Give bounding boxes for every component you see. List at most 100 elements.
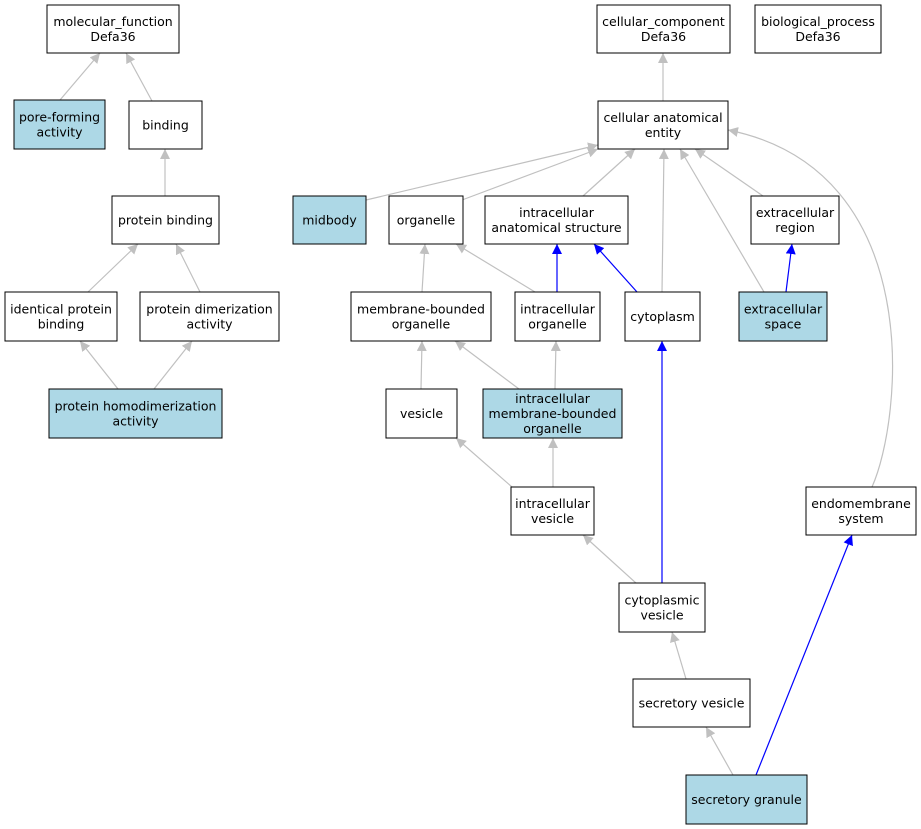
node-box — [388, 195, 464, 245]
node-label-line: intracellular — [519, 205, 595, 220]
edge-phda-to-ipb — [79, 340, 119, 390]
node-label-line: protein dimerization — [146, 302, 272, 317]
node-label-line: secretory granule — [691, 792, 802, 807]
edge-sg-to-sv — [705, 726, 734, 776]
node-sv[interactable]: secretory vesicle — [632, 678, 751, 728]
node-label-line: activity — [186, 317, 233, 332]
node-vesicle[interactable]: vesicle — [385, 388, 458, 439]
node-label-line: intracellular — [520, 302, 596, 317]
node-label-line: protein binding — [118, 213, 213, 228]
node-label-line: Defa36 — [641, 29, 686, 44]
node-midbody[interactable]: midbody — [292, 195, 367, 245]
node-binding[interactable]: binding — [128, 100, 203, 150]
edge-midbody-to-cae — [365, 142, 599, 201]
edge-vesicle-to-mbo — [416, 340, 427, 390]
node-label-line: binding — [142, 118, 189, 133]
edge-mbo-to-organelle — [419, 243, 430, 293]
node-box — [738, 291, 828, 342]
node-cyto[interactable]: cytoplasm — [624, 291, 701, 342]
node-label-line: molecular_function — [53, 14, 172, 29]
node-label-line: vesicle — [400, 406, 443, 421]
edge-imbo-to-io — [550, 340, 561, 390]
node-label-line: vesicle — [531, 511, 574, 526]
node-label-line: extracellular — [744, 302, 823, 317]
edge-cv-to-iv — [582, 534, 637, 584]
node-sg[interactable]: secretory granule — [685, 774, 808, 825]
node-box — [385, 388, 458, 439]
edge-iv-to-vesicle — [455, 437, 513, 488]
node-label-line: biological_process — [761, 14, 875, 29]
node-box — [128, 100, 203, 150]
edge-phda-to-pda — [153, 340, 193, 390]
node-label-line: endomembrane — [811, 496, 911, 511]
node-box — [750, 195, 840, 245]
node-label-line: region — [775, 220, 815, 235]
node-label-line: cellular anatomical — [603, 110, 722, 125]
node-label-line: binding — [38, 317, 85, 332]
edge-ias-to-cae — [582, 148, 636, 197]
node-box — [632, 678, 751, 728]
node-organelle[interactable]: organelle — [388, 195, 464, 245]
node-label-line: space — [765, 317, 802, 332]
edge-ipb-to-pbind — [87, 243, 139, 293]
node-label-line: Defa36 — [90, 29, 135, 44]
node-label-line: secretory vesicle — [639, 696, 745, 711]
node-label-line: organelle — [523, 421, 582, 436]
edge-pore-to-mf — [59, 52, 101, 101]
node-label-line: cellular_component — [602, 14, 725, 29]
node-box — [510, 486, 595, 536]
node-label-line: anatomical structure — [491, 220, 621, 235]
nodes-layer: molecular_functionDefa36cellular_compone… — [4, 4, 917, 825]
edge-exspace-to-cae — [679, 148, 765, 293]
edge-exreg-to-cae — [694, 148, 764, 197]
node-label-line: vesicle — [640, 608, 683, 623]
edge-sv-to-cv — [670, 631, 687, 680]
node-label-line: organelle — [392, 317, 451, 332]
node-box — [596, 4, 731, 54]
edge-cyto-to-ias — [593, 243, 638, 293]
node-box — [46, 4, 180, 54]
node-box — [618, 582, 706, 633]
node-label-line: activity — [36, 125, 83, 140]
node-label-line: identical protein — [10, 302, 112, 317]
edge-endo-to-cae — [727, 127, 894, 488]
edge-pda-to-pbind — [175, 243, 201, 293]
node-label-line: membrane-bounded — [357, 302, 485, 317]
node-box — [4, 291, 118, 342]
node-pbind[interactable]: protein binding — [111, 195, 220, 245]
node-box — [350, 291, 492, 342]
edges-layer — [59, 52, 894, 776]
node-box — [482, 388, 623, 439]
node-box — [13, 99, 106, 150]
edge-io-to-organelle — [455, 243, 536, 293]
node-label-line: intracellular — [515, 391, 591, 406]
node-label-line: system — [838, 511, 883, 526]
node-box — [685, 774, 808, 825]
node-label-line: cytoplasm — [630, 309, 695, 324]
node-box — [754, 4, 882, 54]
node-box — [48, 388, 223, 439]
node-label-line: intracellular — [515, 496, 591, 511]
node-label-line: protein homodimerization — [55, 399, 217, 414]
node-box — [514, 291, 601, 342]
node-label-line: organelle — [397, 213, 456, 228]
edge-organelle-to-cae — [461, 147, 599, 201]
